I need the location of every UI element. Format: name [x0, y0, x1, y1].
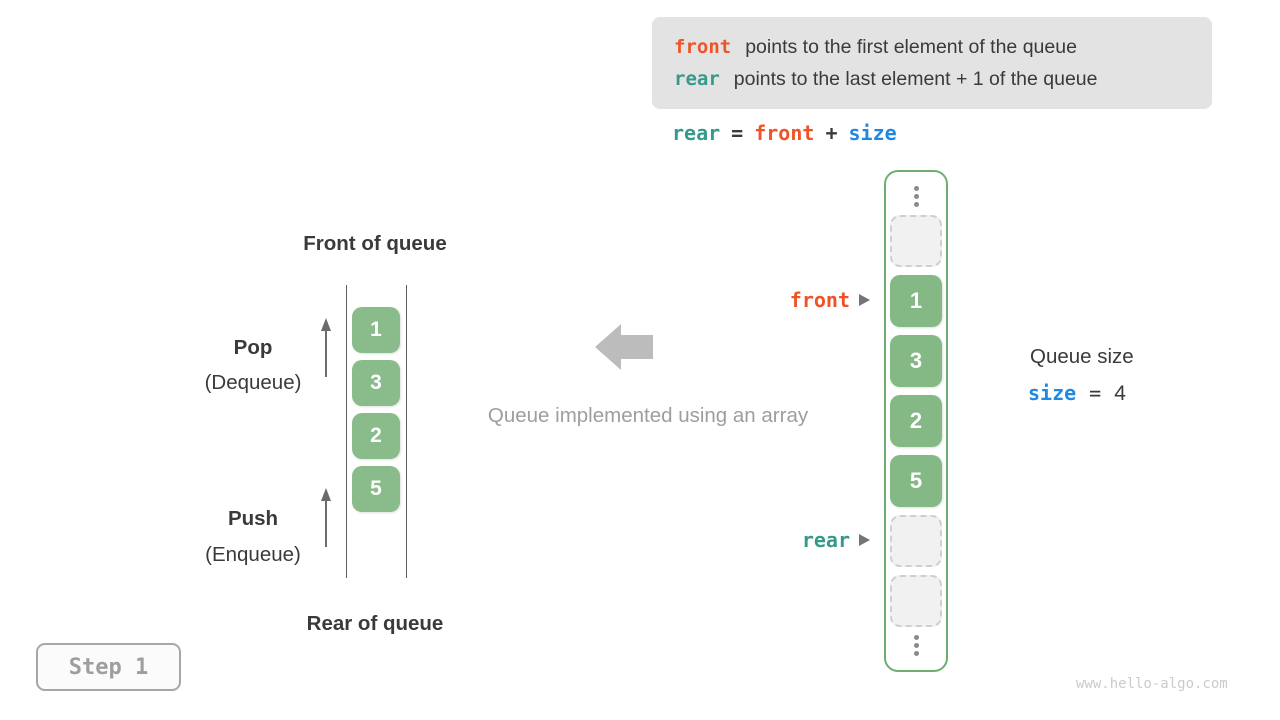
- array-cell: 2: [890, 395, 942, 447]
- vertical-ellipsis-icon: [913, 635, 919, 656]
- pointer-definition-box: front points to the first element of the…: [652, 17, 1212, 109]
- pop-label: Pop: [233, 336, 273, 359]
- watermark: www.hello-algo.com: [1076, 676, 1228, 692]
- size-equals: =: [1089, 381, 1102, 405]
- formula-equals: =: [731, 121, 744, 145]
- push-up-arrow-icon: [321, 488, 331, 547]
- step-badge: Step 1: [36, 643, 181, 691]
- rear-definition-text: points to the last element + 1 of the qu…: [733, 67, 1098, 90]
- queue-channel-left-line: [346, 285, 347, 578]
- queue-channel-right-line: [406, 285, 407, 578]
- left-block-arrow-icon: [595, 324, 653, 370]
- front-pointer-label: front: [789, 288, 850, 312]
- array-cell: 1: [890, 275, 942, 327]
- array-cell-empty: [890, 515, 942, 567]
- size-value: 4: [1114, 382, 1126, 405]
- formula-size: size: [848, 121, 897, 145]
- array-cell: 5: [890, 455, 942, 507]
- array-cell-empty: [890, 215, 942, 267]
- rear-pointer-label: rear: [801, 528, 850, 552]
- front-pointer-arrow-icon: [859, 294, 870, 306]
- front-definition-text: points to the first element of the queue: [745, 35, 1077, 58]
- size-variable: size: [1028, 381, 1077, 405]
- rear-keyword: rear: [674, 67, 720, 90]
- vertical-ellipsis-icon: [913, 186, 919, 207]
- front-pointer: front: [760, 288, 870, 312]
- size-equation: size = 4: [1028, 381, 1126, 406]
- queue-cell: 2: [352, 413, 400, 459]
- array-cell-empty: [890, 575, 942, 627]
- rear-of-queue-label: Rear of queue: [306, 612, 444, 635]
- front-of-queue-label: Front of queue: [303, 232, 447, 255]
- queue-cell: 1: [352, 307, 400, 353]
- formula-front: front: [754, 121, 815, 145]
- push-label: Push: [227, 507, 279, 530]
- queue-cell: 5: [352, 466, 400, 512]
- array-cell: 3: [890, 335, 942, 387]
- pop-up-arrow-icon: [321, 318, 331, 377]
- diagram-caption: Queue implemented using an array: [487, 404, 809, 427]
- array-container: 1 3 2 5: [884, 170, 948, 672]
- formula-plus: +: [825, 121, 838, 145]
- queue-cell: 3: [352, 360, 400, 406]
- front-keyword: front: [674, 35, 732, 58]
- queue-cells: 1 3 2 5: [352, 307, 400, 512]
- rear-pointer-arrow-icon: [859, 534, 870, 546]
- dequeue-label: (Dequeue): [204, 371, 302, 394]
- rear-definition-line: rear points to the last element + 1 of t…: [674, 68, 1212, 91]
- rear-pointer: rear: [760, 528, 870, 552]
- queue-size-title: Queue size: [1030, 345, 1134, 368]
- enqueue-label: (Enqueue): [205, 543, 301, 566]
- formula-rear: rear: [672, 121, 721, 145]
- rear-formula: rear = front + size: [672, 121, 897, 145]
- front-definition-line: front points to the first element of the…: [674, 36, 1212, 59]
